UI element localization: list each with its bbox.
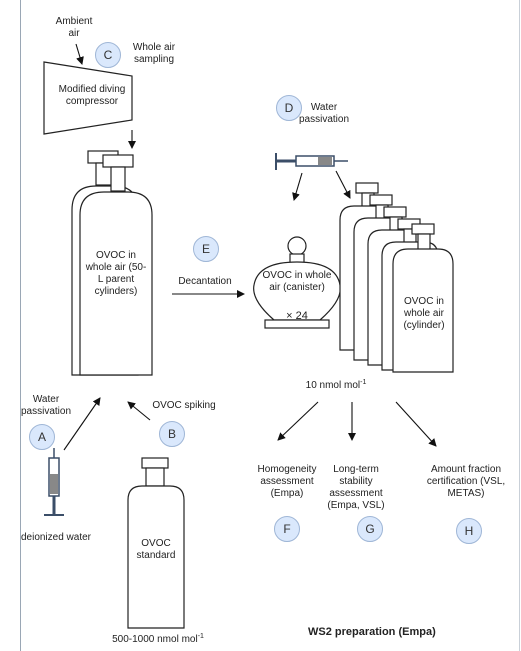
parent-cylinders-label: OVOC in whole air (50-L parent cylinders… bbox=[85, 250, 147, 297]
badge-g: G bbox=[357, 516, 383, 542]
syringe-d bbox=[275, 153, 348, 170]
ambient-air-label: Ambient air bbox=[55, 16, 93, 39]
longterm-label: Long-term stability assessment (Empa, VS… bbox=[327, 464, 385, 511]
concentration-10-exponent: -1 bbox=[360, 379, 367, 386]
canister-label: OVOC in whole air (canister) bbox=[262, 270, 332, 293]
deionized-water-label: deionized water bbox=[20, 532, 92, 543]
ovoc-standard-label: OVOC standard bbox=[136, 538, 176, 561]
badge-b: B bbox=[159, 421, 185, 447]
whole-air-sampling-label: Whole air sampling bbox=[132, 42, 176, 65]
parent-cylinder-front bbox=[79, 154, 153, 376]
concentration-10-value: 10 nmol mol bbox=[305, 380, 361, 391]
concentration-10-label: 10 nmol mol-1 bbox=[296, 379, 376, 392]
badge-h: H bbox=[456, 518, 482, 544]
homogeneity-label: Homogeneity assessment (Empa) bbox=[257, 464, 317, 499]
diagram-title: WS2 preparation (Empa) bbox=[308, 626, 436, 638]
times-24-label: × 24 bbox=[286, 310, 308, 322]
amount-fraction-label: Amount fraction certification (VSL, META… bbox=[426, 464, 506, 499]
badge-c: C bbox=[95, 42, 121, 68]
cylinder-stack bbox=[339, 182, 454, 373]
badge-f: F bbox=[274, 516, 300, 542]
badge-d: D bbox=[276, 95, 302, 121]
concentration-500-label: 500-1000 nmol mol-1 bbox=[98, 633, 218, 646]
figure-frame bbox=[20, 0, 520, 651]
badge-a: A bbox=[29, 424, 55, 450]
decantation-label: Decantation bbox=[178, 276, 232, 287]
ovoc-spiking-label: OVOC spiking bbox=[152, 400, 216, 411]
concentration-500-exponent: -1 bbox=[197, 633, 204, 640]
compressor-shape bbox=[43, 61, 133, 135]
compressor-label: Modified diving compressor bbox=[58, 84, 126, 107]
ovoc-standard-cylinder bbox=[127, 457, 185, 629]
water-passivation-a-label: Water passivation bbox=[20, 394, 72, 417]
flow-arrows bbox=[63, 43, 437, 451]
badge-e: E bbox=[193, 236, 219, 262]
water-passivation-d-label: Water passivation bbox=[298, 102, 350, 125]
concentration-500-value: 500-1000 nmol mol bbox=[112, 634, 198, 645]
canister-shape bbox=[253, 236, 341, 329]
cylinder-label: OVOC in whole air (cylinder) bbox=[403, 296, 445, 331]
syringe-a bbox=[44, 448, 64, 516]
